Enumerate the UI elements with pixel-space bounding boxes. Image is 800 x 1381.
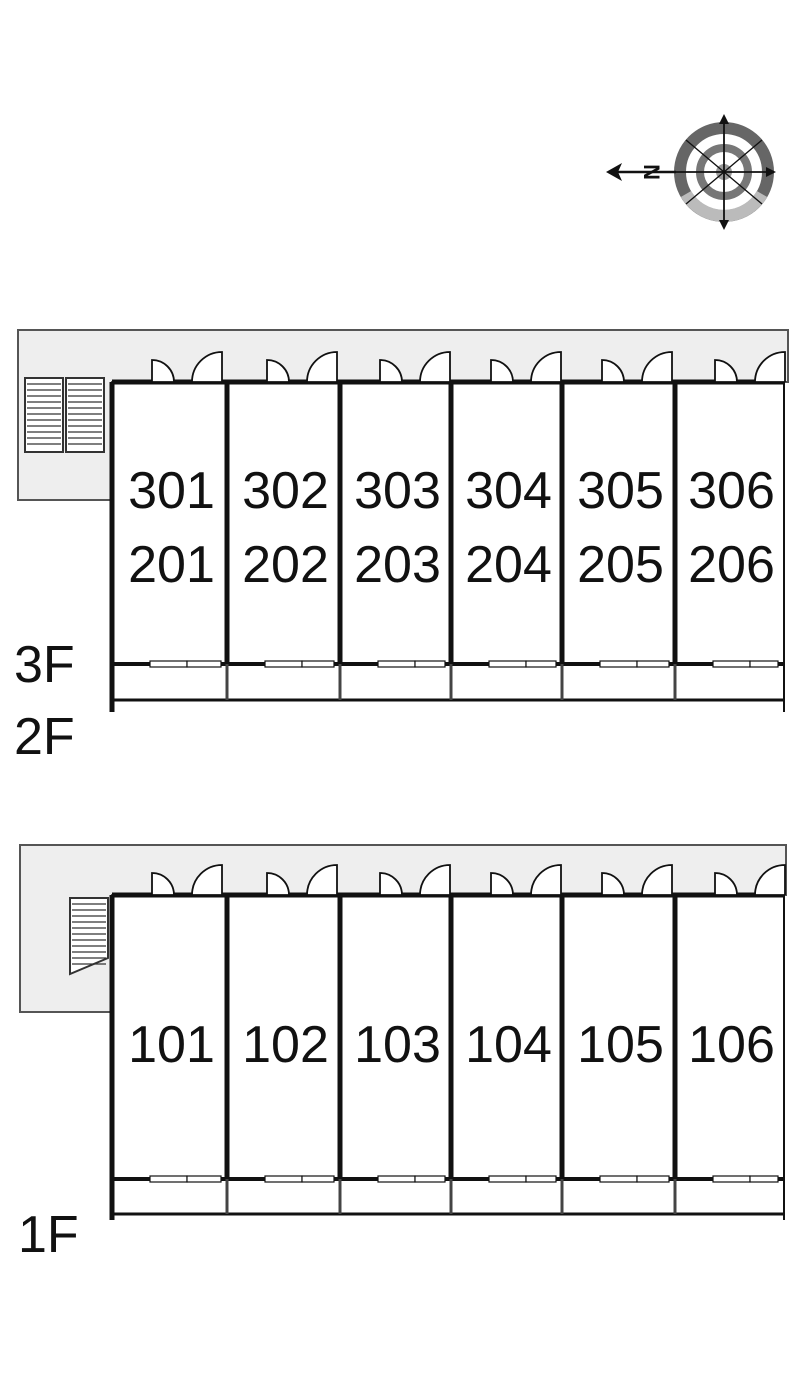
balcony-window — [488, 1175, 527, 1183]
balcony-window — [636, 1175, 670, 1183]
unit-number-label: 301 — [128, 462, 215, 520]
door-swing-small — [601, 872, 625, 896]
lower-floor-block: 101 102 103 104 105 106 — [19, 844, 787, 1220]
door-swing-small — [714, 359, 738, 383]
upper-floor-block: 301 201 302 202 303 203 304 204 305 205 306 206 — [17, 329, 789, 712]
compass-arrow-down — [719, 220, 729, 230]
door-swing-small — [490, 872, 514, 896]
unit-number-label: 304 — [465, 462, 552, 520]
north-arrow-head — [606, 163, 622, 181]
door-swing-small — [379, 872, 403, 896]
unit-number-label: 101 — [128, 1016, 215, 1074]
compass-arrow-up — [719, 114, 729, 124]
unit-number-label: 204 — [465, 536, 552, 594]
door-swing-large — [641, 864, 673, 896]
unit-number-label: 305 — [577, 462, 664, 520]
unit-number-label: 102 — [242, 1016, 329, 1074]
compass-arrow-right — [766, 167, 776, 177]
balcony-window — [712, 1175, 751, 1183]
balcony-window — [149, 660, 188, 668]
door-swing-small — [379, 359, 403, 383]
balcony-window — [377, 660, 416, 668]
unit-number-label: 306 — [688, 462, 775, 520]
staircase-upper — [24, 377, 105, 453]
unit-number-label: 206 — [688, 536, 775, 594]
door-swing-small — [266, 872, 290, 896]
door-swing-large — [419, 351, 451, 383]
balcony-window — [636, 660, 670, 668]
unit-number-label: 104 — [465, 1016, 552, 1074]
unit-number-label: 302 — [242, 462, 329, 520]
north-label: N — [640, 164, 665, 180]
unit-number-label: 105 — [577, 1016, 664, 1074]
door-swing-large — [754, 864, 786, 896]
balcony-window — [414, 660, 446, 668]
door-swing-small — [601, 359, 625, 383]
unit-area-upper — [112, 382, 784, 664]
compass-diagonal-2 — [685, 139, 763, 205]
balcony-window — [186, 1175, 222, 1183]
door-swing-large — [754, 351, 786, 383]
balcony-window — [488, 660, 527, 668]
door-swing-large — [530, 351, 562, 383]
balcony-window — [525, 660, 557, 668]
door-swing-small — [266, 359, 290, 383]
door-swing-large — [530, 864, 562, 896]
floor-label-2f: 2F — [14, 708, 75, 766]
balcony-window — [264, 1175, 303, 1183]
door-swing-large — [191, 864, 223, 896]
unit-number-label: 103 — [354, 1016, 441, 1074]
unit-number-label: 205 — [577, 536, 664, 594]
compass-rose-icon: N — [606, 114, 776, 230]
balcony-window — [599, 660, 638, 668]
door-swing-large — [419, 864, 451, 896]
door-swing-large — [306, 864, 338, 896]
door-swing-small — [490, 359, 514, 383]
floor-label-3f: 3F — [14, 636, 75, 694]
balcony-window — [599, 1175, 638, 1183]
unit-number-label: 303 — [354, 462, 441, 520]
balcony-window — [749, 660, 779, 668]
balcony-window — [301, 1175, 335, 1183]
unit-number-label: 203 — [354, 536, 441, 594]
balcony-window — [149, 1175, 188, 1183]
unit-number-label: 201 — [128, 536, 215, 594]
balcony-window — [712, 660, 751, 668]
balcony-window — [264, 660, 303, 668]
balcony-window — [414, 1175, 446, 1183]
balcony-window — [749, 1175, 779, 1183]
balcony-window — [301, 660, 335, 668]
door-swing-large — [306, 351, 338, 383]
balcony-window — [377, 1175, 416, 1183]
door-swing-small — [151, 359, 175, 383]
door-swing-large — [191, 351, 223, 383]
door-swing-small — [151, 872, 175, 896]
balcony-window — [525, 1175, 557, 1183]
unit-number-label: 106 — [688, 1016, 775, 1074]
unit-area-lower — [112, 895, 784, 1179]
door-swing-large — [641, 351, 673, 383]
unit-number-label: 202 — [242, 536, 329, 594]
staircase-lower — [69, 897, 109, 976]
balcony-window — [186, 660, 222, 668]
door-swing-small — [714, 872, 738, 896]
floor-label-1f: 1F — [18, 1206, 79, 1264]
